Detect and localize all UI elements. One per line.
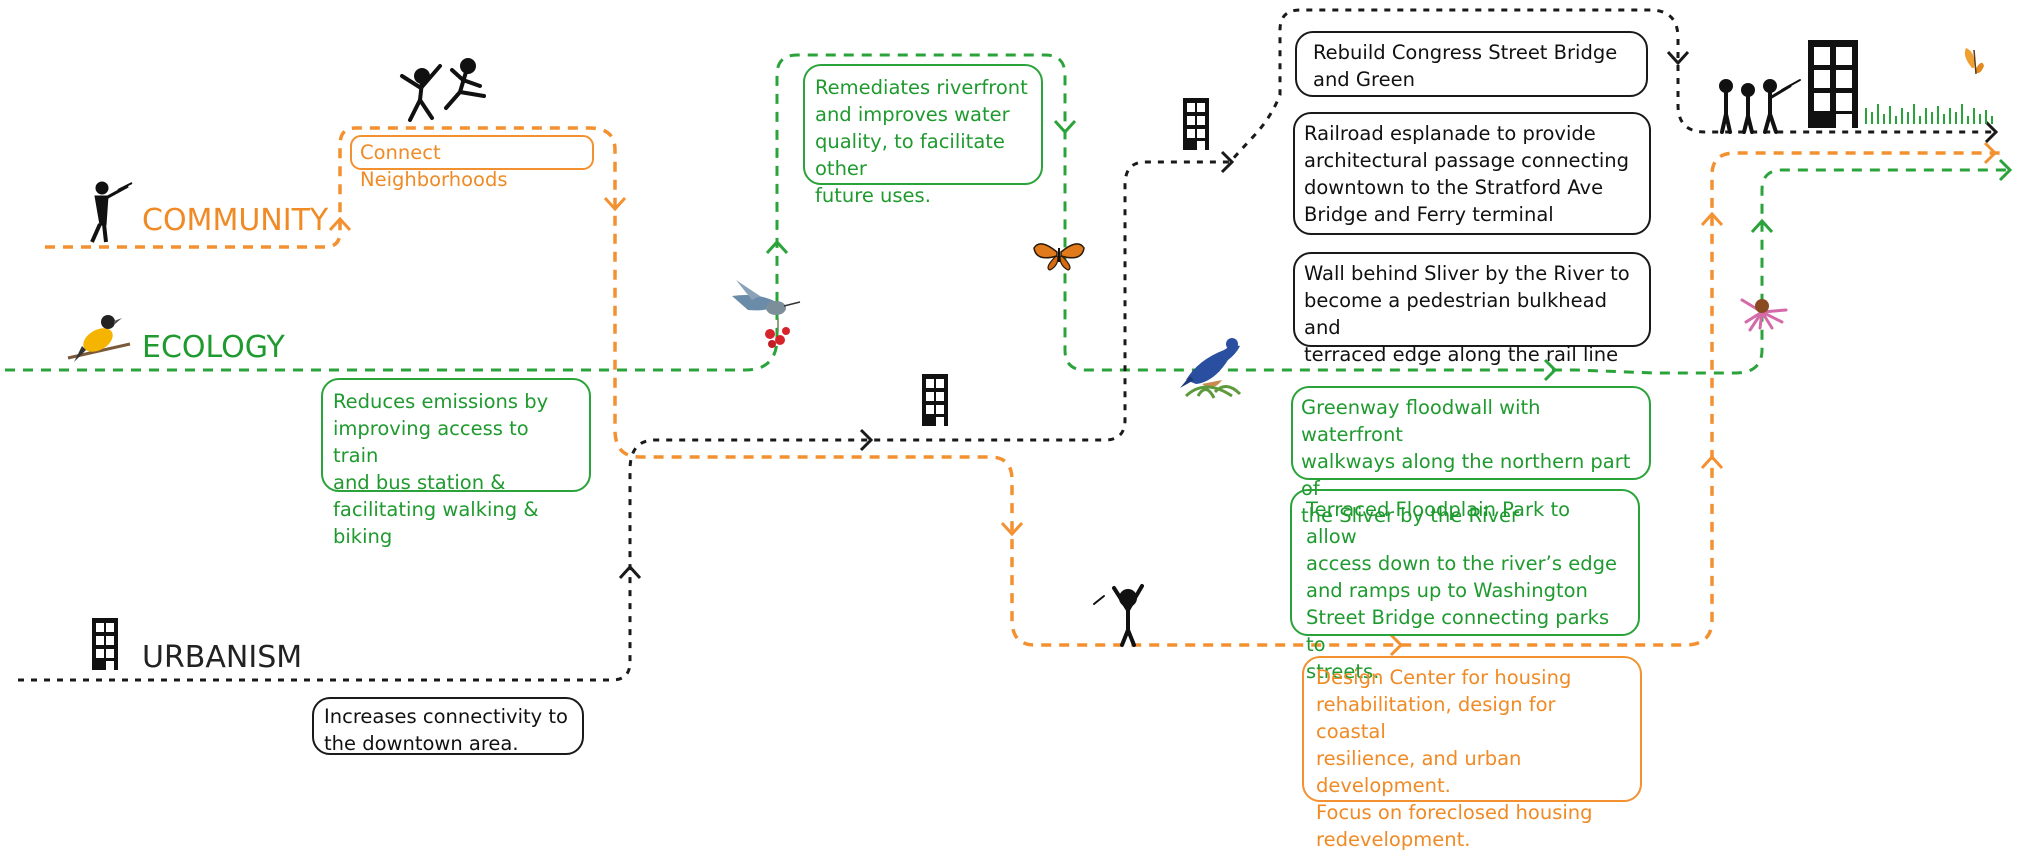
box-line: Design Center for housing [1316, 666, 1572, 689]
box-line: Street Bridge connecting parks to [1306, 606, 1610, 656]
box-line: Railroad esplanade to provide [1304, 122, 1596, 145]
railroad-box: Railroad esplanade to provide architectu… [1293, 112, 1651, 235]
butterfly-icon [1033, 243, 1085, 271]
box-line: Remediates riverfront [815, 76, 1028, 99]
box-line: terraced edge along the rail line [1304, 343, 1619, 366]
box-line: and Green [1313, 68, 1415, 91]
box-line: Greenway floodwall with waterfront [1301, 396, 1541, 446]
ecology-label: ECOLOGY [142, 330, 285, 365]
community-label: COMMUNITY [142, 203, 329, 238]
box-line: downtown to the Stratford Ave [1304, 176, 1604, 199]
person-arms-raised-icon [1093, 584, 1144, 647]
building-icon [92, 618, 118, 670]
person-pointing-icon [90, 181, 133, 243]
coneflower-icon [1740, 298, 1788, 332]
remediates-box: Remediates riverfront and improves water… [803, 64, 1043, 207]
rebuild-bridge-box: Rebuild Congress Street Bridge and Green [1295, 31, 1648, 97]
box-line: improving access to train [333, 417, 529, 467]
box-line: Focus on foreclosed housing [1316, 801, 1593, 824]
timeline-diagram [5, 8, 2013, 682]
box-line: resilience, and urban development. [1316, 747, 1522, 797]
ecology-path [5, 53, 2010, 375]
terraced-box: Terraced Floodplain Park to allow access… [1290, 489, 1640, 683]
bluebird-icon [1180, 338, 1242, 399]
building-icon [922, 374, 948, 426]
box-line: Reduces emissions by [333, 390, 549, 413]
community-arrows [328, 141, 1998, 657]
box-line: rehabilitation, design for coastal [1316, 693, 1556, 743]
box-line: facilitating walking & biking [333, 498, 539, 548]
box-line: architectural passage connecting [1304, 149, 1630, 172]
connect-neighborhoods-box: Connect Neighborhoods [350, 135, 594, 191]
box-line: streets. [1306, 660, 1380, 683]
design-center-box: Design Center for housing rehabilitation… [1302, 656, 1642, 851]
box-line: Bridge and Ferry terminal [1304, 203, 1554, 226]
box-line: and improves water [815, 103, 1010, 126]
grass-icon [1865, 104, 1993, 124]
hummingbird-icon [732, 280, 801, 348]
urbanism-arrows [618, 50, 1999, 580]
box-line: Terraced Floodplain Park to allow [1306, 498, 1571, 548]
wall-box: Wall behind Sliver by the River to becom… [1293, 252, 1651, 366]
box-line: Increases connectivity to [324, 705, 568, 728]
greenway-box: Greenway floodwall with waterfront walkw… [1291, 386, 1651, 527]
increases-connectivity-box: Increases connectivity to the downtown a… [312, 697, 584, 755]
urbanism-label: URBANISM [142, 640, 303, 675]
box-line: future uses. [815, 184, 931, 207]
box-line: the Sliver by the River [1301, 504, 1520, 527]
ecology-arrows [765, 119, 2013, 382]
building-icon [1808, 40, 1858, 128]
box-line: the downtown area. [324, 732, 519, 755]
acrobats-icon [400, 58, 486, 122]
butterfly-icon [1964, 48, 1984, 75]
box-line: become a pedestrian bulkhead and [1304, 289, 1607, 339]
box-line: quality, to facilitate other [815, 130, 1005, 180]
community-path [45, 126, 2000, 647]
building-icon [1183, 98, 1209, 150]
bird-icon [67, 315, 131, 362]
box-text: Connect Neighborhoods [360, 141, 508, 191]
box-line: and bus station & [333, 471, 506, 494]
box-line: redevelopment. [1316, 828, 1471, 851]
reduces-emissions-box: Reduces emissions by improving access to… [321, 378, 591, 548]
box-line: Wall behind Sliver by the River to [1304, 262, 1630, 285]
people-group-icon [1719, 79, 1801, 134]
box-line: Rebuild Congress Street Bridge [1313, 41, 1618, 64]
box-line: access down to the river’s edge [1306, 552, 1617, 575]
box-line: and ramps up to Washington [1306, 579, 1588, 602]
